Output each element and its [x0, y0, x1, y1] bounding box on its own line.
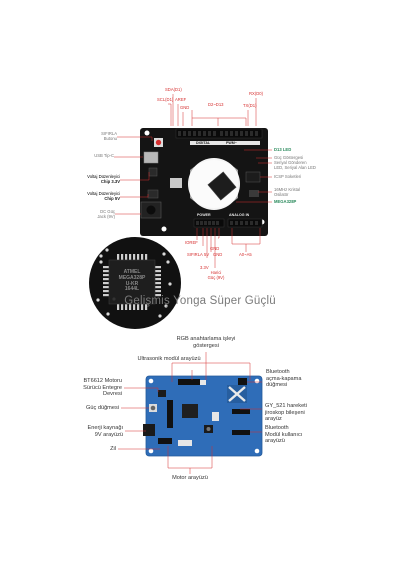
- label-bt-switch: Bluetooth açma-kapama düğmesi: [266, 369, 326, 389]
- pin-label-d2-d13: D2~D13: [208, 103, 223, 108]
- section-title: Gelişmiş Yonga Süper Güçlü: [0, 295, 400, 307]
- pin-label-aref: AREF: [175, 98, 186, 103]
- label-serial-leds: Seriyal Gönderen LED, Seriyal Alan LED: [274, 161, 316, 171]
- pin-label-scl: SCL(D1): [157, 98, 173, 103]
- label-mcu: MEGA328P: [274, 200, 296, 205]
- pin-label-ioref: IOREF: [185, 241, 198, 246]
- label-motor-interface: Motor arayüzü: [160, 475, 220, 482]
- pin-label-rx: RX(D0): [249, 92, 263, 97]
- pin-label-5v: 5V: [204, 253, 209, 258]
- pin-label-reset-bottom: SIFIRLA: [187, 253, 203, 258]
- pin-label-vin: Harici Güç (9V): [204, 271, 228, 281]
- pin-label-gnd: GND: [180, 106, 189, 111]
- robot-shield-board: [143, 376, 262, 456]
- silk-pwm: PWM~: [226, 141, 237, 145]
- pin-label-analog: A0~A5: [239, 253, 252, 258]
- label-dc-jack: DC Güç Jack (9V): [80, 210, 115, 220]
- label-icsp: ICSP Soketleri: [274, 175, 301, 180]
- label-ultrasonic: Ultrasonik modül arayüzü: [128, 356, 210, 363]
- label-reset-button: SIFIRLA Butonu: [85, 132, 117, 142]
- silk-digital: DIGITAL: [196, 141, 210, 145]
- pin-label-sda: SDA(D1): [165, 88, 182, 93]
- label-rgb-indicator: RGB anahtarlama işleyi göstergesi: [166, 336, 246, 349]
- label-regulator-5v: Voltaj Düzenleyici Chip 5V: [76, 192, 120, 202]
- pin-label-tx: TX(D1): [243, 104, 257, 109]
- label-power-source: Enerji kaynağı 9V arayüzü: [60, 425, 123, 438]
- label-usb-typec: USB Tip-C: [80, 154, 114, 159]
- silk-power: POWER: [197, 213, 211, 217]
- silk-analog-in: ANALOG IN: [229, 213, 249, 217]
- label-buzzer: Zil: [90, 446, 116, 453]
- label-crystal: 16MHz Kristal Osilatör: [274, 188, 300, 198]
- label-d13-led: D13 LED: [274, 148, 291, 153]
- label-power-button: Güç düğmesi: [60, 405, 119, 412]
- chip-marking: ATMEL MEGA328P U-KR 1644L: [110, 270, 154, 293]
- label-motor-driver: BT6612 Motoru Sürücü Entegre Devresi: [64, 378, 122, 398]
- label-gy521: GY_521 hareketi jiroskop bileşeni arayüz: [265, 403, 327, 423]
- label-regulator-3v3: Voltaj Düzenleyici Chip 3.3V: [76, 175, 120, 185]
- label-bt-module: Bluetooth Modül kullanıcı arayüzü: [265, 425, 327, 445]
- pin-label-gnd2: GND: [213, 253, 222, 258]
